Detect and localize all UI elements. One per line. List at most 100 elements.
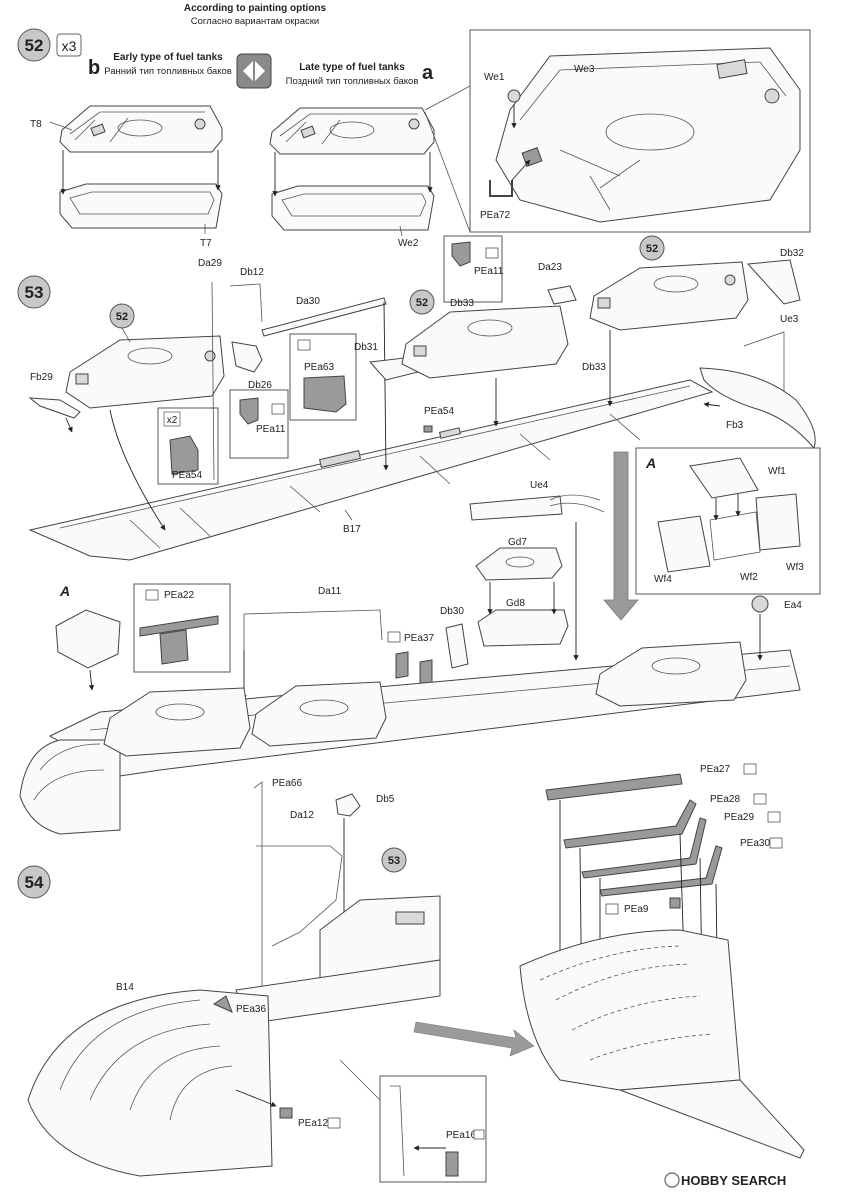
early-fuel-tank-lid <box>59 105 223 153</box>
ref-53: 53 <box>388 855 400 867</box>
photo-etch-icon-pea37 <box>387 631 401 643</box>
label-wf1: Wf1 <box>768 466 786 477</box>
label-db26: Db26 <box>248 380 272 391</box>
step-54-badge <box>17 865 51 899</box>
part-db32 <box>746 259 801 305</box>
label-db32: Db32 <box>780 248 804 259</box>
fuel-tank-lower-mid <box>251 681 387 747</box>
watermark: HOBBY SEARCH <box>664 1172 786 1188</box>
part-pea72 <box>489 180 513 197</box>
label-pea11-upper: PEa11 <box>474 266 504 277</box>
photo-etch-icon-pea11-left <box>271 403 285 415</box>
label-we3: We3 <box>574 64 595 75</box>
detail-a-box <box>635 447 821 595</box>
part-gd8 <box>477 609 569 647</box>
label-fb29: Fb29 <box>30 372 53 383</box>
label-db5: Db5 <box>376 794 395 805</box>
label-db12: Db12 <box>240 267 264 278</box>
photo-etch-icon-pea22 <box>145 589 159 601</box>
fuel-tank-right <box>589 261 749 331</box>
part-pea30 <box>599 845 723 897</box>
label-da11: Da11 <box>318 586 342 597</box>
pea11-detail-box-upper <box>443 235 503 303</box>
step-54-tank-assembly <box>235 895 441 1025</box>
photo-etch-icon-pea27 <box>743 763 757 775</box>
step-52: 52 x3 b Early type of fuel tanks Ранний … <box>17 28 811 249</box>
label-gd8: Gd8 <box>506 598 525 609</box>
part-da23 <box>547 285 577 305</box>
option-a-title-ru: Поздний тип топливных баков <box>286 76 419 87</box>
label-pea63: PEa63 <box>304 362 334 373</box>
label-b17: B17 <box>343 524 361 535</box>
late-fuel-tank-lid <box>269 107 435 155</box>
multiplier-label: x3 <box>62 38 77 54</box>
part-pea11-left <box>239 397 259 425</box>
label-t8: T8 <box>30 119 42 130</box>
label-wf3: Wf3 <box>786 562 804 573</box>
label-we2: We2 <box>398 238 419 249</box>
late-fuel-tank-base <box>271 185 435 231</box>
step-52-number: 52 <box>25 36 44 55</box>
label-pea12: PEa12 <box>298 1118 328 1129</box>
step-53-badge <box>17 275 51 309</box>
chassis-frame-b17 <box>28 379 714 561</box>
part-pea11-upper <box>451 241 471 267</box>
part-pea22 <box>139 615 219 637</box>
x2-box <box>163 411 181 427</box>
label-pea54-detail: PEa54 <box>172 470 202 481</box>
part-pea9 <box>669 897 681 909</box>
part-fb29 <box>28 397 81 419</box>
step-54-number: 54 <box>25 873 44 892</box>
part-ea4 <box>751 595 769 613</box>
fuel-tank-left <box>65 335 225 409</box>
detail-a-ref: A <box>59 583 70 599</box>
label-db30: Db30 <box>440 606 464 617</box>
label-pea11-left: PEa11 <box>256 424 286 435</box>
fuel-tank-lower-left <box>103 687 251 757</box>
photo-etch-icon-pea9 <box>605 903 619 915</box>
label-pea27: PEa27 <box>700 764 730 775</box>
label-wf2: Wf2 <box>740 572 758 583</box>
late-tank-detail-lid <box>495 47 801 223</box>
step-52-badge <box>17 28 51 62</box>
label-we1: We1 <box>484 72 505 83</box>
multiplier-box <box>56 33 82 57</box>
detail-a-letter: A <box>645 455 656 471</box>
part-wf4 <box>657 515 711 573</box>
watermark-text: HOBBY SEARCH <box>681 1173 786 1188</box>
fuel-tank-middle <box>401 305 569 379</box>
option-a-title: Late type of fuel tanks <box>299 62 405 73</box>
fuel-tank-lower-right <box>595 641 747 707</box>
part-wf1 <box>689 457 759 499</box>
option-b-title: Early type of fuel tanks <box>113 52 223 63</box>
part-b14-fender <box>27 989 273 1177</box>
part-da30 <box>261 297 387 337</box>
part-pea28 <box>563 799 697 849</box>
option-a-letter: a <box>422 62 434 84</box>
label-pea54: PEa54 <box>424 406 454 417</box>
painting-options-title: According to painting options <box>184 3 327 14</box>
part-gd7 <box>475 547 563 581</box>
step-53-number: 53 <box>25 283 44 302</box>
label-pea16: PEa16 <box>446 1130 476 1141</box>
label-da12: Da12 <box>290 810 314 821</box>
label-pea9: PEa9 <box>624 904 649 915</box>
part-db26 <box>231 341 263 373</box>
label-b14: B14 <box>116 982 134 993</box>
pea22-detail-box <box>133 583 231 673</box>
label-pea36: PEa36 <box>236 1004 266 1015</box>
part-pea29 <box>581 817 707 879</box>
part-wf3 <box>755 493 801 551</box>
step-54: 54 PEa66 Da12 Db5 53 B14 PEa36 PEa12 <box>17 763 805 1183</box>
step-53-lower: Ue4 Gd7 Gd8 Db30 Da11 PEa37 PEa22 A <box>19 480 802 835</box>
label-ue3: Ue3 <box>780 314 799 325</box>
part-pea66 <box>253 781 263 1000</box>
step-flow-arrow-right <box>413 1021 535 1057</box>
label-pea22: PEa22 <box>164 590 194 601</box>
part-pea54 <box>423 425 433 433</box>
label-pea66: PEa66 <box>272 778 302 789</box>
photo-etch-icon-pea16 <box>473 1129 485 1140</box>
label-db33-right: Db33 <box>582 362 606 373</box>
part-pea27 <box>545 773 683 801</box>
